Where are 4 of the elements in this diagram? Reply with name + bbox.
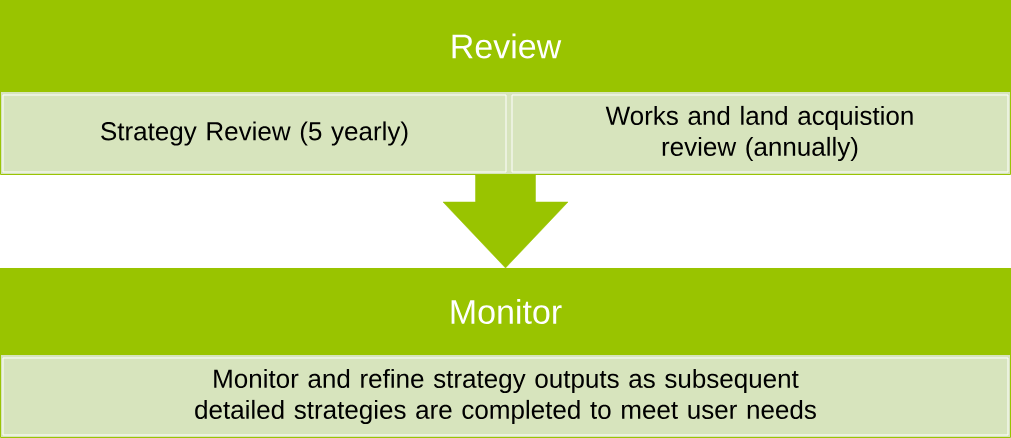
text-cell: Monitor and refine strategy outputs as subsequent detailed strategies are completed to meet user needs	[2, 357, 1009, 436]
text-cell: Strategy Review (5 yearly)	[2, 94, 507, 173]
down-arrow	[442, 174, 569, 269]
text-cell: Works and land acquistion review (annually)	[511, 94, 1009, 173]
